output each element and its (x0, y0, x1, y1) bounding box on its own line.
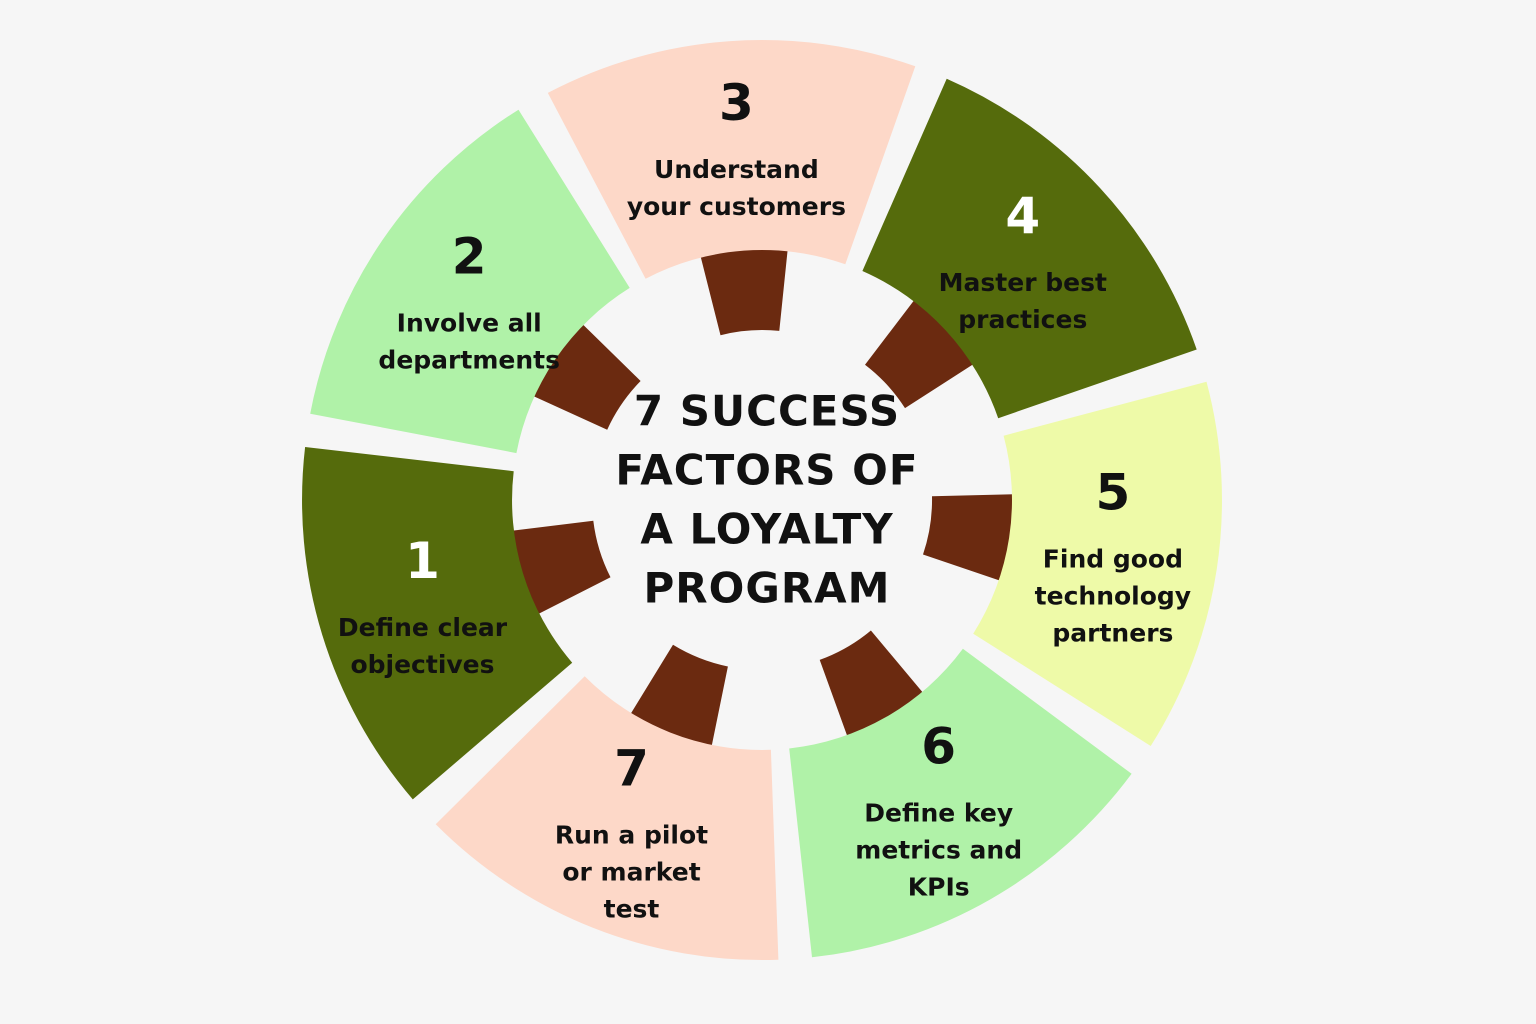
segment-2-number: 2 (452, 227, 487, 285)
center-title-line-3: A LOYALTY (640, 505, 893, 554)
segment-2-label-line-2: departments (378, 345, 560, 374)
segment-1-label-line-2: objectives (350, 650, 494, 679)
segment-2-shape (310, 109, 630, 454)
segment-4-tab (865, 299, 974, 409)
segment-1-label-line-1: Define clear (338, 613, 508, 642)
segment-7-shape (435, 676, 779, 960)
segment-7-label-line-3: test (604, 895, 660, 924)
segment-5-shape (973, 381, 1222, 746)
segment-5-label-line-3: partners (1052, 618, 1173, 647)
segment-7-label-line-2: or market (562, 858, 700, 887)
segment-1-shape (302, 447, 573, 800)
connector-tabs (511, 247, 1014, 747)
segment-1-tab (511, 520, 611, 615)
segment-3-shape (547, 39, 916, 279)
segment-5-label-line-2: technology (1035, 581, 1191, 610)
segment-5-tab (923, 494, 1014, 581)
segment-4-shape (862, 78, 1197, 419)
center-title-line-4: PROGRAM (644, 564, 891, 613)
segment-7-tab (630, 644, 728, 747)
segment-3-label-line-2: your customers (627, 192, 846, 221)
segment-3-label-line-1: Understand (654, 155, 819, 184)
segment-4-label-line-2: practices (958, 305, 1087, 334)
segment-1-number: 1 (405, 532, 440, 590)
center-title: 7 SUCCESS FACTORS OF A LOYALTY PROGRAM (615, 387, 918, 613)
segment-6-label-line-3: KPIs (908, 872, 970, 901)
segment-6-number: 6 (921, 717, 956, 775)
segment-3-tab (700, 247, 788, 336)
segment-7-number: 7 (614, 740, 649, 798)
segment-6-shape (789, 648, 1132, 958)
segment-6-label-line-2: metrics and (855, 835, 1022, 864)
center-title-line-2: FACTORS OF (615, 446, 918, 495)
segment-4-number: 4 (1005, 187, 1040, 245)
segment-7-label-line-1: Run a pilot (555, 821, 708, 850)
segment-3-number: 3 (719, 74, 754, 132)
segment-4-label-line-1: Master best (939, 268, 1107, 297)
segment-2-label-line-1: Involve all (397, 308, 542, 337)
segment-5-number: 5 (1096, 463, 1131, 521)
segment-5-label-line-1: Find good (1043, 544, 1183, 573)
segment-6-label-line-1: Define key (864, 798, 1013, 827)
center-title-line-1: 7 SUCCESS (634, 387, 900, 436)
